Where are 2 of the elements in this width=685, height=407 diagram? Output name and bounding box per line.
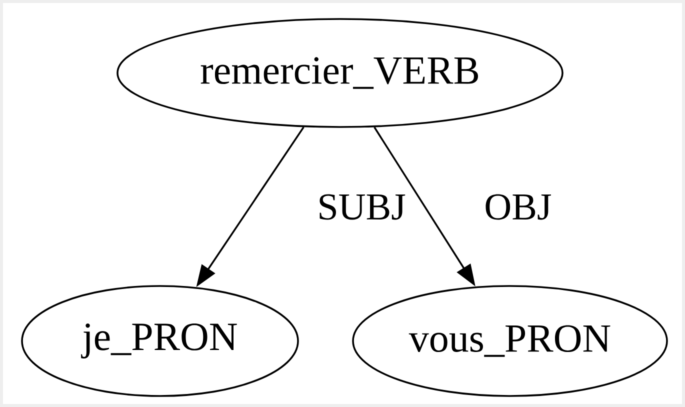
edge-label: OBJ <box>483 193 553 221</box>
edge-label: SUBJ <box>316 193 407 221</box>
